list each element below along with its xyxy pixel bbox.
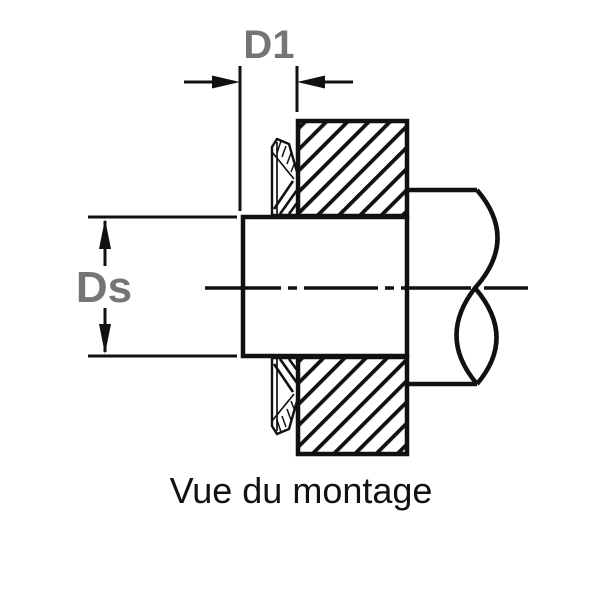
- ds-arrowhead-up: [99, 219, 111, 249]
- wall-lower-hatched-section: [295, 354, 410, 457]
- starlock-washer-lower: [270, 356, 299, 436]
- mounting-wall: [295, 118, 410, 457]
- dimension-d1: [184, 66, 353, 211]
- d1-arrowhead-left: [212, 75, 240, 89]
- d1-arrowhead-right: [297, 75, 325, 89]
- shaft-break-lens-curve: [473, 286, 499, 386]
- ds-arrowhead-down: [99, 324, 111, 354]
- dimension-ds: [88, 215, 237, 358]
- figure-caption: Vue du montage: [169, 470, 433, 511]
- dimension-label-ds: Ds: [75, 262, 133, 312]
- shaft-right-section: [407, 187, 500, 387]
- wall-upper-hatched-section: [295, 118, 410, 219]
- starlock-washer-upper: [270, 137, 299, 217]
- dimension-label-d1: D1: [243, 23, 295, 67]
